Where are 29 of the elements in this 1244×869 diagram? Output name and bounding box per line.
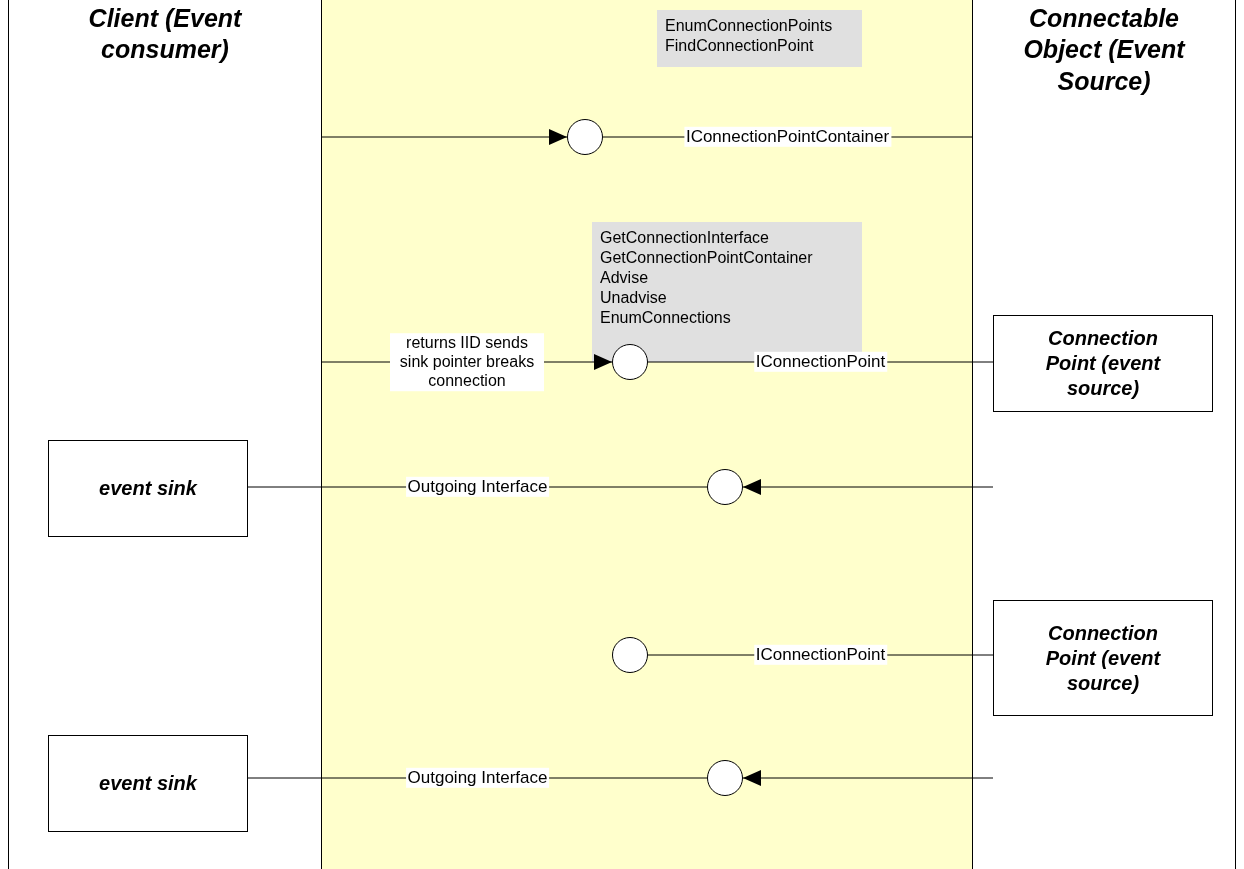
method-name: FindConnectionPoint <box>665 36 814 56</box>
event-sink-box <box>48 735 248 832</box>
method-name: EnumConnectionPoints <box>665 16 833 36</box>
edge-label: IConnectionPointContainer <box>683 126 892 148</box>
box-title: event sink <box>99 476 197 501</box>
method-name: Advise <box>600 268 649 288</box>
edge-label: IConnectionPoint <box>753 644 888 666</box>
panel-heading: Connectable Object (Event Source) <box>1022 3 1187 97</box>
connector-arrow <box>321 129 568 145</box>
connector-arrow <box>742 770 994 786</box>
method-list-box <box>657 10 862 67</box>
edge-label: returns IID sends sink pointer breaks connection <box>390 333 544 391</box>
box-title: Connection Point (event source) <box>1044 620 1162 696</box>
edge-label: Outgoing Interface <box>405 767 550 789</box>
box-title: Connection Point (event source) <box>1044 326 1162 401</box>
client-panel <box>8 0 322 869</box>
connector-arrow <box>742 479 994 495</box>
method-name: GetConnectionInterface <box>600 228 769 248</box>
event-sink-box <box>48 440 248 537</box>
method-name: EnumConnections <box>600 308 731 328</box>
box-title: event sink <box>99 771 197 796</box>
edge-label: Outgoing Interface <box>405 476 550 498</box>
method-name: Unadvise <box>600 288 667 308</box>
method-name: GetConnectionPointContainer <box>600 248 813 268</box>
edge-label: IConnectionPoint <box>753 351 888 373</box>
connectable-object-panel <box>972 0 1236 869</box>
connection-point-box <box>993 600 1213 716</box>
panel-heading: Client (Event consumer) <box>87 3 243 66</box>
connection-point-box <box>993 315 1213 412</box>
